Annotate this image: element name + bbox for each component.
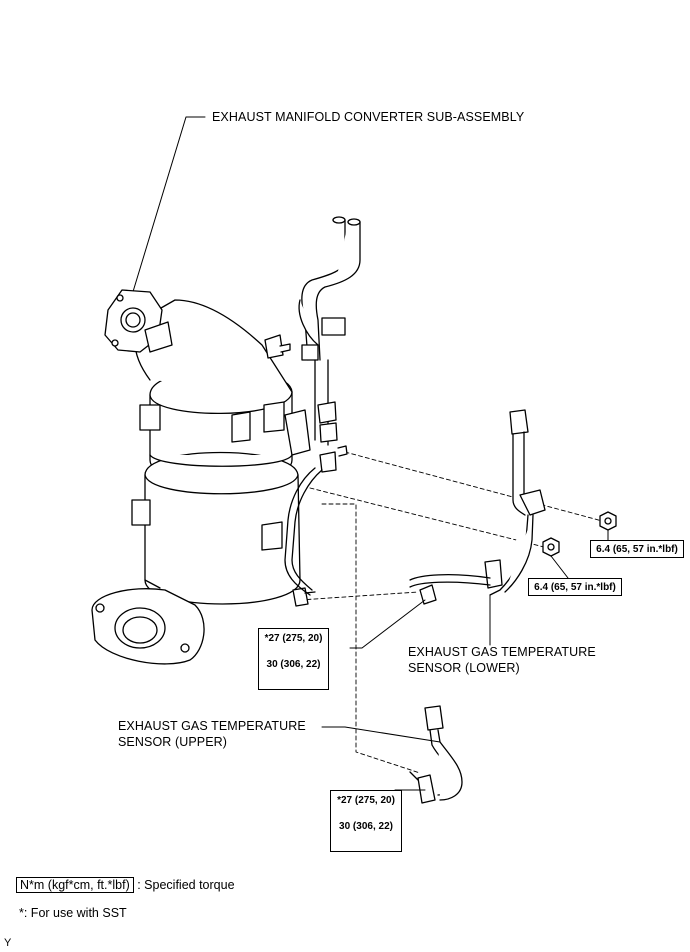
upper-sensor-wire-on-body: [284, 467, 323, 596]
upper-sensor-leader: [321, 726, 441, 743]
legend-torque: N*m (kgf*cm, ft.*lbf) : Specified torque: [16, 877, 235, 893]
manifold-label: EXHAUST MANIFOLD CONVERTER SUB-ASSEMBLY: [212, 110, 525, 124]
lower-sensor-assembly: [409, 409, 546, 605]
legend-unit-box: N*m (kgf*cm, ft.*lbf): [16, 877, 134, 893]
lower-torque-leader: [349, 599, 426, 649]
torque-value-standard: 30 (306, 22): [266, 659, 321, 670]
torque-value: 6.4 (65, 57 in.*lbf): [596, 544, 678, 555]
legend-sst-note: *: For use with SST: [19, 906, 127, 920]
corner-mark: Y: [4, 937, 12, 949]
legend-unit-desc: : Specified torque: [137, 878, 235, 892]
upper-sensor-label-line2: SENSOR (UPPER): [118, 735, 228, 749]
nut-lower: [542, 537, 560, 557]
studs: [264, 334, 316, 607]
torque-value-sst: *27 (275, 20): [264, 633, 323, 644]
outlet-flange: [91, 579, 205, 665]
nut-lower-leader: [550, 555, 569, 579]
torque-value-standard: 30 (306, 22): [339, 821, 393, 832]
manifold-leader: [131, 116, 206, 296]
torque-box-nut-lower: 6.4 (65, 57 in.*lbf): [528, 578, 622, 596]
upper-sensor-assembly: [409, 705, 463, 804]
torque-box-upper-sensor: *27 (275, 20) 30 (306, 22): [330, 790, 402, 852]
lower-sensor-label-line1: EXHAUST GAS TEMPERATURE: [408, 645, 596, 659]
torque-box-lower-sensor: *27 (275, 20) 30 (306, 22): [258, 628, 329, 690]
lower-sensor-label-line2: SENSOR (LOWER): [408, 661, 520, 675]
pressure-hoses: [298, 216, 361, 473]
dashed-guides: [299, 451, 607, 774]
torque-value: 6.4 (65, 57 in.*lbf): [534, 582, 616, 593]
converter-body: [131, 299, 301, 605]
torque-value-sst: *27 (275, 20): [337, 795, 395, 806]
upper-sensor-label-line1: EXHAUST GAS TEMPERATURE: [118, 719, 306, 733]
nut-upper: [599, 511, 617, 531]
inlet-flange: [104, 289, 173, 353]
torque-box-nut-upper: 6.4 (65, 57 in.*lbf): [590, 540, 684, 558]
